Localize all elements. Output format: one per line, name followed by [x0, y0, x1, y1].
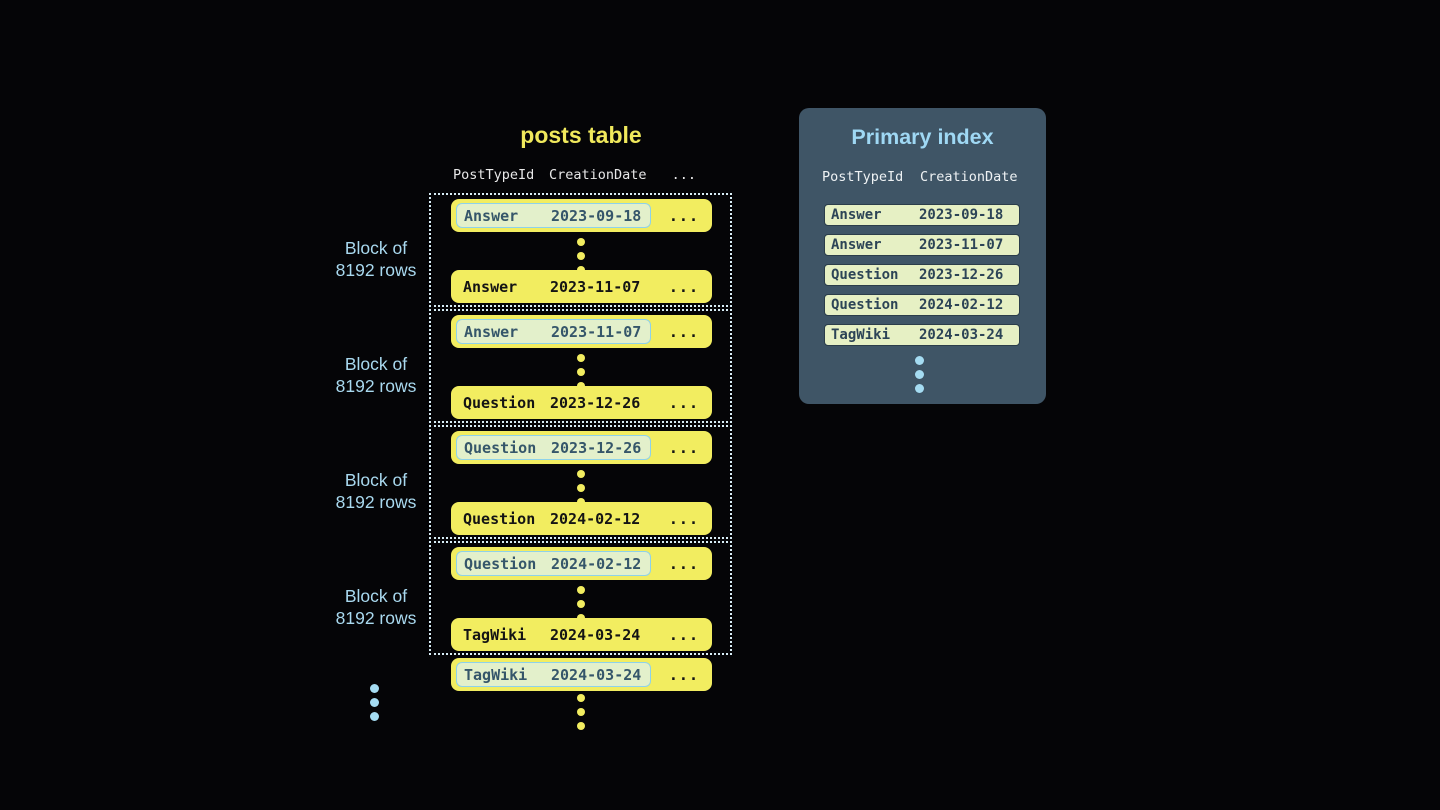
vertical-ellipsis-icon [577, 586, 585, 622]
table-row: Answer 2023-11-07 ... [451, 315, 712, 348]
row-more-ellipsis: ... [668, 625, 699, 644]
row-more-ellipsis: ... [668, 665, 699, 684]
row-more-ellipsis: ... [668, 322, 699, 341]
table-row: TagWiki 2024-03-24 ... [451, 618, 712, 651]
row-more-ellipsis: ... [668, 277, 699, 296]
posts-table-title: posts table [520, 122, 642, 148]
vertical-ellipsis-icon [915, 356, 924, 393]
row-block: Answer 2023-11-07 ... Question 2023-12-2… [429, 309, 732, 423]
row-key-highlight: Question 2024-02-12 [456, 551, 651, 576]
row-key-highlight: Answer 2023-09-18 [456, 203, 651, 228]
row-block: Question 2024-02-12 ... TagWiki 2024-03-… [429, 541, 732, 655]
index-row: Question 2023-12-26 [824, 264, 1020, 286]
table-row: Question 2024-02-12 ... [451, 547, 712, 580]
column-header-more: ... [671, 167, 696, 183]
block-label: Block of 8192 rows [335, 470, 417, 512]
row-block: Answer 2023-09-18 ... Answer 2023-11-07 … [429, 193, 732, 307]
row-block: Question 2023-12-26 ... Question 2024-02… [429, 425, 732, 539]
block-label: Block of 8192 rows [335, 586, 417, 628]
posts-table-column-headers: PostTypeId CreationDate ... [451, 167, 712, 183]
column-header-creationdate: CreationDate [549, 167, 647, 183]
index-row: Answer 2023-11-07 [824, 234, 1020, 256]
table-row: Answer 2023-09-18 ... [451, 199, 712, 232]
vertical-ellipsis-icon [577, 694, 585, 730]
row-key-highlight: Question 2023-12-26 [456, 435, 651, 460]
vertical-ellipsis-icon [577, 238, 585, 274]
table-row: Answer 2023-11-07 ... [451, 270, 712, 303]
index-row: Question 2024-02-12 [824, 294, 1020, 316]
table-row: TagWiki 2024-03-24 ... [451, 658, 712, 691]
vertical-ellipsis-icon [370, 684, 379, 721]
column-header-posttypeid: PostTypeId [822, 169, 904, 185]
primary-index-panel: Primary index PostTypeId CreationDate An… [799, 108, 1046, 404]
row-more-ellipsis: ... [668, 554, 699, 573]
row-key-highlight: Answer 2023-11-07 [456, 319, 651, 344]
block-label: Block of 8192 rows [335, 354, 417, 396]
column-header-creationdate: CreationDate [920, 169, 1018, 185]
vertical-ellipsis-icon [577, 470, 585, 506]
row-more-ellipsis: ... [668, 206, 699, 225]
row-more-ellipsis: ... [668, 438, 699, 457]
row-key-highlight: TagWiki 2024-03-24 [456, 662, 651, 687]
row-more-ellipsis: ... [668, 509, 699, 528]
vertical-ellipsis-icon [577, 354, 585, 390]
table-row: Question 2024-02-12 ... [451, 502, 712, 535]
table-row: Question 2023-12-26 ... [451, 431, 712, 464]
primary-index-title: Primary index [851, 125, 994, 149]
table-row: Question 2023-12-26 ... [451, 386, 712, 419]
index-row: Answer 2023-09-18 [824, 204, 1020, 226]
block-label: Block of 8192 rows [335, 238, 417, 280]
column-header-posttypeid: PostTypeId [453, 167, 535, 183]
primary-index-column-headers: PostTypeId CreationDate [822, 169, 1022, 185]
index-row: TagWiki 2024-03-24 [824, 324, 1020, 346]
row-more-ellipsis: ... [668, 393, 699, 412]
